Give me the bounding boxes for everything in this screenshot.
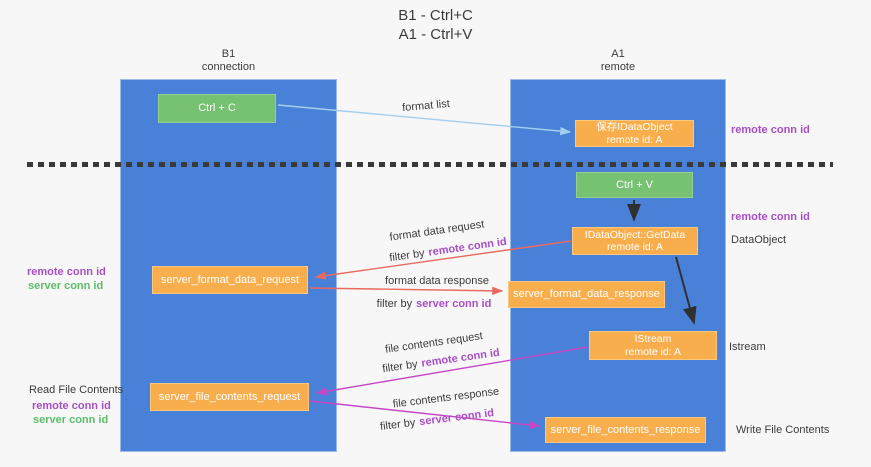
- filter-prefix: filter by: [388, 247, 426, 265]
- edge-label-format-data-response: format data response: [385, 275, 489, 287]
- diagram-title: B1 - Ctrl+C A1 - Ctrl+V: [0, 6, 871, 44]
- save-idataobject-node: 保存IDataObject remote id: A: [575, 120, 694, 147]
- side-label-remote-conn-id-right: remote conn id: [731, 211, 810, 223]
- server-format-data-response-label: server_format_data_response: [513, 288, 660, 301]
- edge-label-file-contents-response: file contents response: [392, 385, 500, 411]
- filter-prefix: filter by: [379, 416, 417, 433]
- filter-conn-id: server conn id: [418, 407, 495, 429]
- save-idataobject-line2: remote id: A: [606, 133, 663, 146]
- server-format-data-request-node: server_format_data_request: [152, 266, 308, 294]
- left-column-header-line1: B1: [221, 48, 236, 60]
- ctrl-c-label: Ctrl + C: [198, 102, 236, 115]
- side-label-remote-conn-id-left-1: remote conn id: [27, 266, 106, 278]
- idataobject-getdata-line2: remote id: A: [606, 241, 664, 253]
- save-idataobject-line1: 保存IDataObject: [596, 121, 673, 133]
- server-file-contents-request-label: server_file_contents_request: [158, 390, 301, 403]
- left-column-header: B1 connection: [120, 48, 337, 74]
- dashed-separator-line: [27, 162, 833, 167]
- right-column-header-line2: remote: [600, 61, 636, 73]
- side-label-server-conn-id-left-1: server conn id: [28, 280, 104, 292]
- idataobject-getdata-line1: IDataObject::GetData: [584, 228, 686, 241]
- side-label-remote-conn-id-top-right: remote conn id: [731, 124, 810, 136]
- right-column-header: A1 remote: [510, 48, 726, 74]
- filter-prefix: filter by: [376, 298, 413, 310]
- idataobject-getdata-node: IDataObject::GetData remote id: A: [572, 227, 698, 255]
- server-file-contents-response-node: server_file_contents_response: [545, 417, 706, 443]
- left-column-header-line2: connection: [201, 61, 256, 73]
- edge-label-format-list: format list: [401, 97, 451, 115]
- arrow-format-data-response: [309, 286, 504, 296]
- filter-conn-id: remote conn id: [420, 346, 501, 370]
- side-label-server-conn-id-left-2: server conn id: [33, 414, 109, 426]
- side-label-write-file-contents: Write File Contents: [736, 424, 830, 436]
- title-line-1: B1 - Ctrl+C: [398, 7, 473, 24]
- side-label-istream: Istream: [729, 341, 766, 353]
- filter-conn-id: remote conn id: [427, 235, 508, 259]
- server-format-data-request-label: server_format_data_request: [160, 273, 300, 286]
- server-file-contents-response-label: server_file_contents_response: [550, 423, 701, 436]
- side-label-read-file-contents: Read File Contents: [29, 384, 124, 396]
- ctrl-c-node: Ctrl + C: [158, 94, 276, 123]
- istream-node: IStream remote id: A: [589, 331, 717, 360]
- ctrl-v-label: Ctrl + V: [616, 178, 653, 191]
- side-label-remote-conn-id-left-2: remote conn id: [32, 400, 111, 412]
- ctrl-v-node: Ctrl + V: [576, 172, 693, 198]
- title-line-2: A1 - Ctrl+V: [398, 26, 473, 43]
- istream-line2: remote id: A: [624, 345, 682, 358]
- right-column-header-line1: A1: [611, 48, 625, 60]
- istream-line1: IStream: [634, 333, 672, 345]
- server-format-data-response-node: server_format_data_response: [508, 281, 665, 308]
- filter-conn-id: server conn id: [416, 298, 492, 310]
- filter-prefix: filter by: [381, 358, 419, 376]
- server-file-contents-request-node: server_file_contents_request: [150, 383, 309, 411]
- side-label-dataobject: DataObject: [731, 234, 787, 246]
